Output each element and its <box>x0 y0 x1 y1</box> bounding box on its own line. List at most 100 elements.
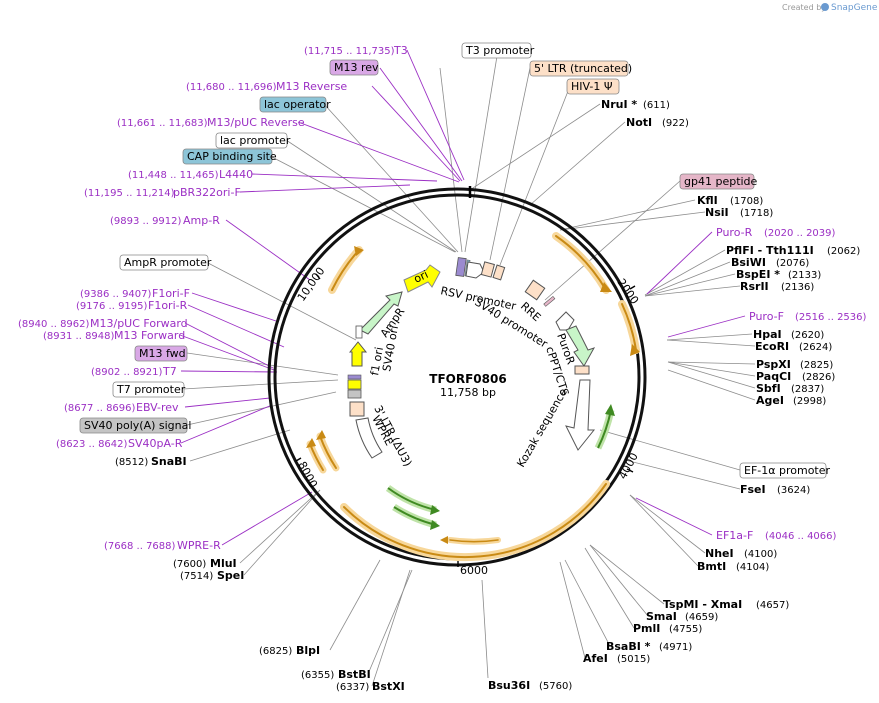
box-hiv-psi-label: HIV-1 Ψ <box>571 80 613 93</box>
f1-ori-label: f1 ori <box>368 346 386 377</box>
enzyme-sbfi-name: SbfI <box>756 382 781 395</box>
box-ampr-promoter-label: AmpR promoter <box>124 256 212 269</box>
enzyme-paqci-name: PaqCI <box>756 370 791 383</box>
enzyme-bstxi-name: BstXI <box>372 680 405 693</box>
enzyme-agei-pos: (2998) <box>793 396 826 407</box>
box-cap-site-label: CAP binding site <box>187 150 277 163</box>
enzyme-paqci-pos: (2826) <box>802 372 835 383</box>
enzyme-blpi-name: BlpI <box>296 644 320 657</box>
enzyme-fsei-name: FseI <box>740 483 766 496</box>
inner-features <box>347 257 596 459</box>
enzyme-bmti-name: BmtI <box>697 560 726 573</box>
enzyme-bsu36i-name: Bsu36I <box>488 679 530 692</box>
enzyme-hpai-pos: (2620) <box>791 330 824 341</box>
box-m13-rev <box>329 59 379 76</box>
enzyme-tspmi-name: TspMI - XmaI <box>663 598 742 611</box>
enzyme-bspei-name: BspEI * <box>736 268 780 281</box>
box-cap-site <box>182 148 273 165</box>
enzyme-pflfi-pos: (2062) <box>827 246 860 257</box>
box-gp41 <box>679 173 755 190</box>
credit-created-by: Created by <box>782 3 826 12</box>
primer-ef1a-f-name: EF1a-F <box>716 529 753 542</box>
feature-boxes: M13 rev T3 promoter 5' LTR (truncated) H… <box>79 42 831 479</box>
snapgene-logo-icon <box>821 3 829 11</box>
enzyme-sbfi-pos: (2837) <box>791 384 824 395</box>
box-m13-fwd-label: M13 fwd <box>139 347 186 360</box>
enzyme-bsabi-name: BsaBI * <box>606 640 651 653</box>
primer-sv40pa-r-name: SV40pA-R <box>128 437 183 450</box>
box-m13-rev-label: M13 rev <box>334 61 379 74</box>
enzyme-pmli-pos: (4755) <box>669 624 702 635</box>
enzyme-bsiwi-name: BsiWI <box>731 256 766 269</box>
plasmid-size: 11,758 bp <box>440 386 496 399</box>
primer-amp-r-range: (9893 .. 9912) <box>110 216 182 227</box>
primer-puro-r-name: Puro-R <box>716 226 753 239</box>
box-lac-promoter <box>215 132 288 149</box>
primer-m13-reverse-range: (11,680 .. 11,696) <box>186 82 277 93</box>
box-ef1a-promoter <box>739 462 827 479</box>
enzyme-agei-name: AgeI <box>756 394 784 407</box>
enzyme-kfli-pos: (1708) <box>730 196 763 207</box>
primer-m13puc-reverse-name: M13/pUC Reverse <box>207 116 305 129</box>
primer-m13puc-reverse-range: (11,661 .. 11,683) <box>117 118 208 129</box>
primer-ef1a-f-range: (4046 .. 4066) <box>765 531 837 542</box>
enzyme-bstxi-pos: (6337) <box>336 682 369 693</box>
primer-ebv-rev-range: (8677 .. 8696) <box>64 403 136 414</box>
enzyme-snabi-name: SnaBI <box>151 455 187 468</box>
orange-arc-arrowheads <box>306 246 640 544</box>
primer-m13puc-forward-range: (8940 .. 8962) <box>18 319 90 330</box>
enzyme-afei-pos: (5015) <box>617 654 650 665</box>
tick-marks <box>295 273 636 567</box>
enzyme-nsii-pos: (1718) <box>740 208 773 219</box>
green-arc-arrowheads <box>430 404 615 530</box>
primer-pbr322ori-f-name: pBR322ori-F <box>173 186 241 199</box>
box-m13-fwd <box>134 345 188 362</box>
box-lac-promoter-label: lac promoter <box>220 134 291 147</box>
primer-f1ori-f-range: (9386 .. 9407) <box>80 289 152 300</box>
kozak-label: Kozak sequence <box>514 386 570 470</box>
primer-lines <box>179 49 746 546</box>
enzyme-rsrii-name: RsrII <box>740 280 769 293</box>
box-ampr-promoter <box>119 254 209 271</box>
enzyme-smai-name: SmaI <box>646 610 677 623</box>
tick-label-6000: 6000 <box>460 564 488 577</box>
primer-f1ori-r-range: (9176 .. 9195) <box>76 301 148 312</box>
box-t7-promoter <box>112 381 185 398</box>
primer-labels: (11,715 .. 11,735) T3 (11,680 .. 11,696)… <box>18 44 867 552</box>
enzyme-nrui-pos: (611) <box>643 100 670 111</box>
enzyme-bsu36i-pos: (5760) <box>539 681 572 692</box>
enzyme-spei-name: SpeI <box>217 569 244 582</box>
enzyme-smai-pos: (4659) <box>685 612 718 623</box>
primer-puro-r-range: (2020 .. 2039) <box>764 228 836 239</box>
enzyme-noti-name: NotI <box>626 116 652 129</box>
enzyme-bstbi-pos: (6355) <box>301 670 334 681</box>
box-t3-promoter <box>461 42 532 59</box>
enzyme-bsabi-pos: (4971) <box>659 642 692 653</box>
box-lac-operator <box>259 96 327 113</box>
primer-l4440-name: L4440 <box>219 168 253 181</box>
primer-amp-r-name: Amp-R <box>183 214 220 227</box>
box-5-ltr <box>529 60 629 77</box>
primer-t7-name: T7 <box>162 365 177 378</box>
primer-puro-f-name: Puro-F <box>749 310 784 323</box>
primer-wpre-r-range: (7668 .. 7688) <box>104 541 176 552</box>
box-sv40-polya <box>79 417 188 434</box>
enzyme-afei-name: AfeI <box>583 652 608 665</box>
connector-lines <box>182 49 756 687</box>
primer-t7-range: (8902 .. 8921) <box>91 367 163 378</box>
enzyme-fsei-pos: (3624) <box>777 485 810 496</box>
enzyme-blpi-pos: (6825) <box>259 646 292 657</box>
primer-f1ori-f-name: F1ori-F <box>152 287 190 300</box>
primer-t3-name: T3 <box>393 44 408 57</box>
enzyme-ecori-pos: (2624) <box>799 342 832 353</box>
primer-puro-f-range: (2516 .. 2536) <box>795 312 867 323</box>
box-t3-promoter-label: T3 promoter <box>465 44 535 57</box>
box-5-ltr-label: 5' LTR (truncated) <box>534 62 632 75</box>
enzyme-pflfi-name: PflFI - Tth111I <box>726 244 814 257</box>
primer-m13-forward-name: M13 Forward <box>114 329 185 342</box>
primer-m13puc-forward-name: M13/pUC Forward <box>90 317 188 330</box>
primer-pbr322ori-f-range: (11,195 .. 11,214) <box>84 188 175 199</box>
rre-label: RRE <box>518 300 543 325</box>
enzyme-noti-pos: (922) <box>662 118 689 129</box>
